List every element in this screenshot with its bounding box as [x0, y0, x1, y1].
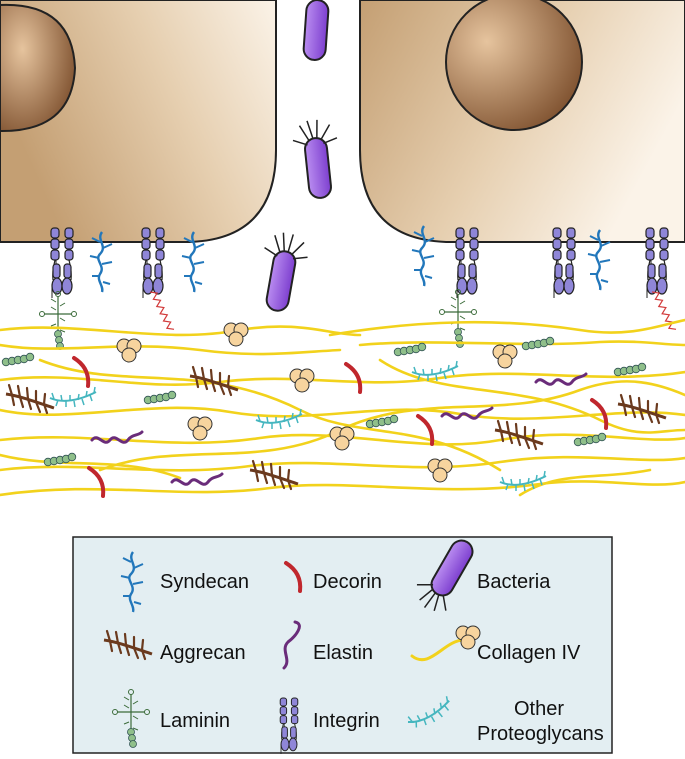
legend-label-elastin: Elastin	[313, 642, 373, 664]
legend-box	[72, 536, 613, 754]
decorin	[87, 466, 106, 498]
other-proteoglycan	[499, 470, 547, 492]
collagen-iv	[116, 338, 142, 363]
laminin-beads	[1, 352, 35, 367]
nucleus-right	[445, 0, 583, 131]
aggrecan	[616, 393, 668, 425]
legend-label-decorin: Decorin	[313, 571, 382, 593]
bacterium	[263, 232, 308, 314]
cell-left	[0, 0, 277, 243]
other-proteoglycan	[255, 408, 303, 430]
legend-label-integrin: Integrin	[313, 710, 380, 732]
collagen-icon	[410, 625, 481, 662]
legend-label-laminin: Laminin	[160, 710, 230, 732]
bacterium	[292, 119, 338, 200]
other-proteoglycan	[49, 386, 97, 408]
laminin-beads	[393, 342, 427, 357]
legend-label-syndecan: Syndecan	[160, 571, 249, 593]
legend: Syndecan Decorin Bacteria Aggrecan Elast…	[72, 535, 613, 755]
laminin-beads	[521, 336, 555, 351]
legend-label-proteoglycans: Proteoglycans	[477, 723, 604, 745]
elastin-icon	[282, 620, 301, 670]
laminin-beads	[613, 362, 647, 377]
bacteria-icon	[416, 535, 478, 612]
legend-label-aggrecan: Aggrecan	[160, 642, 246, 664]
laminin	[438, 288, 478, 349]
laminin-beads	[143, 390, 177, 405]
laminin	[38, 290, 78, 351]
nucleus-left	[0, 3, 77, 133]
collagen-iv	[492, 344, 518, 369]
collagen-iv	[329, 426, 355, 451]
collagen-iv	[223, 322, 249, 347]
legend-label-other: Other	[514, 698, 564, 720]
cell-right	[359, 0, 685, 243]
collagen-fibers	[0, 318, 685, 497]
collagen-iv	[289, 368, 315, 393]
legend-label-bacteria: Bacteria	[477, 571, 551, 593]
collagen-iv	[187, 416, 213, 441]
decorin	[344, 362, 363, 394]
decorin-chain	[149, 291, 175, 330]
bacterium	[301, 0, 331, 62]
collagen-iv	[427, 458, 453, 483]
legend-label-collagen-iv: Collagen IV	[477, 642, 581, 664]
aggrecan	[4, 383, 56, 415]
